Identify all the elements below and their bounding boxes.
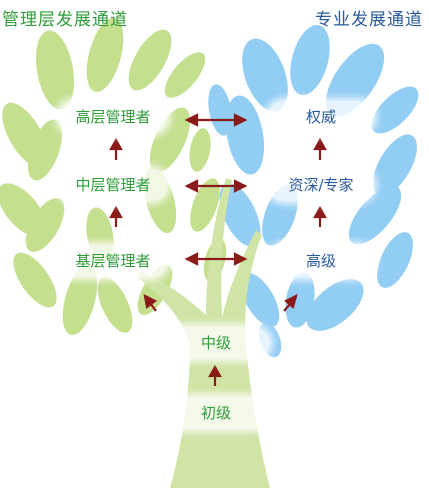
middle-manager-node: 中层管理者 bbox=[58, 169, 168, 201]
authority-node: 权威 bbox=[268, 101, 374, 133]
expert-node: 资深/专家 bbox=[268, 169, 374, 201]
entry-level-node: 初级 bbox=[162, 397, 270, 429]
management-track-heading: 管理层发展通道 bbox=[2, 10, 128, 30]
junior-manager-node: 基层管理者 bbox=[58, 245, 168, 277]
promotion-arrows bbox=[109, 137, 327, 386]
intermediate-level-node: 中级 bbox=[162, 327, 270, 359]
crossover-arrows bbox=[184, 113, 248, 266]
senior-level-node: 高级 bbox=[268, 245, 374, 277]
blue-leaves bbox=[208, 24, 419, 358]
senior-manager-node: 高层管理者 bbox=[58, 101, 168, 133]
professional-track-heading: 专业发展通道 bbox=[315, 10, 423, 30]
